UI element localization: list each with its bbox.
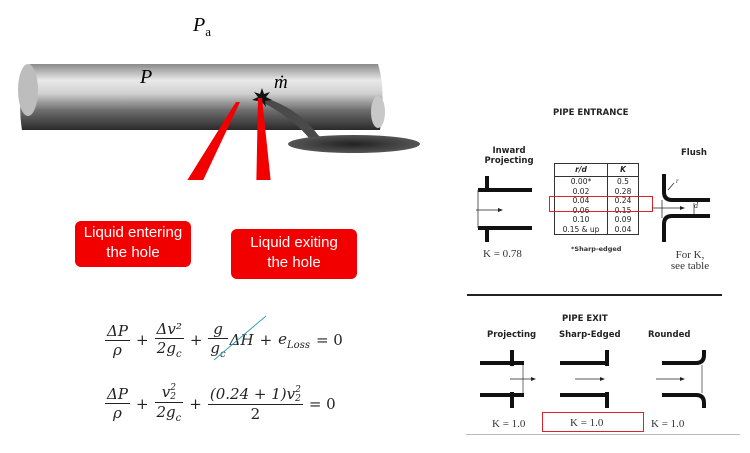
eq2-rhs: = 0 — [308, 394, 336, 413]
flush-d-label: d — [694, 201, 698, 210]
inward-label-line2: Projecting — [484, 156, 534, 166]
callout-entering-line2: the hole — [106, 244, 160, 261]
callout-liquid-exiting: Liquid exiting the hole — [231, 229, 357, 279]
leaking-pipe-illustration — [18, 64, 420, 180]
bottom-rule — [466, 434, 740, 435]
cell-k: 0.04 — [614, 224, 632, 234]
cell-r-d: 0.15 & up — [555, 224, 608, 234]
flush-k-note: For K, see table — [664, 250, 716, 272]
table-header-rd: r/d — [555, 164, 608, 177]
flush-entrance-diagram — [652, 174, 710, 242]
eq1-delta-h: ΔH — [229, 331, 254, 349]
table-row: 0.04 0.24 — [555, 196, 638, 206]
plus-sign: + — [189, 394, 202, 413]
plus-sign: + — [135, 331, 149, 349]
highlight-box-r-d-004 — [549, 196, 653, 212]
cell-k: 0.15 — [614, 205, 632, 215]
pipe-exit-diagrams — [480, 350, 706, 408]
exit-label-sharp-edged: Sharp-Edged — [559, 330, 621, 340]
cell-k: 0.09 — [614, 215, 632, 224]
cell-k: 0.28 — [614, 186, 632, 196]
callout-liquid-entering: Liquid entering the hole — [75, 221, 191, 267]
eq1-rhs: = 0 — [315, 331, 343, 349]
table-header-k: K — [607, 164, 638, 177]
inward-label-line1: Inward — [492, 146, 526, 156]
cell-r-d: 0.04 — [555, 196, 608, 206]
pipe-body — [20, 64, 383, 130]
cell-k: 0.5 — [617, 177, 629, 186]
exit-projecting-diagram — [480, 350, 536, 408]
callout-pointer-entering — [187, 102, 240, 180]
mass-flow-label: ṁ — [274, 72, 288, 93]
inward-projecting-label: Inward Projecting — [481, 146, 537, 166]
plus-sign: + — [135, 394, 149, 413]
flush-r-label: r — [676, 177, 679, 185]
callout-entering-line1: Liquid entering — [83, 224, 183, 241]
cell-k: 0.24 — [614, 196, 632, 205]
cell-r-d: 0.00* — [555, 176, 608, 187]
flush-note-line1: For K, — [675, 249, 705, 261]
inward-k-value: K = 0.78 — [483, 248, 522, 260]
strike-through-line — [214, 315, 267, 361]
plus-sign: + — [259, 331, 273, 349]
table-row: 0.06 0.15 — [555, 205, 638, 215]
flush-label: Flush — [681, 148, 707, 158]
plus-sign: + — [189, 331, 203, 349]
exit-k-rounded: K = 1.0 — [651, 418, 685, 430]
flush-note-line2: see table — [670, 260, 710, 272]
callout-exiting-line1: Liquid exiting — [250, 234, 338, 251]
eq1-term-loss: eLoss — [278, 329, 310, 351]
cell-r-d: 0.02 — [555, 186, 608, 196]
table-footnote: *Sharp-edged — [571, 245, 622, 253]
table-row: 0.10 0.09 — [555, 215, 638, 225]
exit-k-sharp-edged: K = 1.0 — [570, 417, 604, 429]
exit-label-projecting: Projecting — [487, 330, 537, 340]
inward-projecting-diagram — [476, 176, 532, 242]
pipe-entrance-title: PIPE ENTRANCE — [553, 108, 629, 118]
pipe-right-end — [371, 96, 385, 128]
exit-k-projecting: K = 1.0 — [492, 418, 526, 430]
section-divider — [467, 294, 722, 296]
cell-r-d: 0.06 — [555, 205, 608, 215]
ambient-pressure-subscript: a — [205, 24, 211, 39]
exit-label-rounded: Rounded — [648, 330, 691, 340]
leak-stream — [262, 98, 322, 142]
ambient-pressure-label: Pa — [193, 14, 211, 40]
table-row: 0.00* 0.5 — [555, 176, 638, 187]
cell-r-d: 0.10 — [555, 215, 608, 225]
leak-hole-icon — [252, 88, 272, 107]
pipe-pressure-label: P — [140, 66, 153, 88]
callout-pointer-exiting — [256, 98, 271, 180]
exit-rounded-diagram — [656, 350, 706, 408]
exit-sharp-edged-diagram — [560, 350, 609, 408]
table-row: 0.15 & up 0.04 — [555, 224, 638, 234]
ambient-pressure-symbol: P — [193, 14, 206, 36]
pipe-exit-title: PIPE EXIT — [562, 314, 608, 324]
pipe-left-end — [18, 64, 38, 116]
table-row: 0.02 0.28 — [555, 186, 638, 196]
highlight-box-sharp-edged-k — [542, 412, 644, 432]
callout-exiting-line2: the hole — [267, 254, 321, 271]
liquid-puddle — [288, 135, 420, 153]
